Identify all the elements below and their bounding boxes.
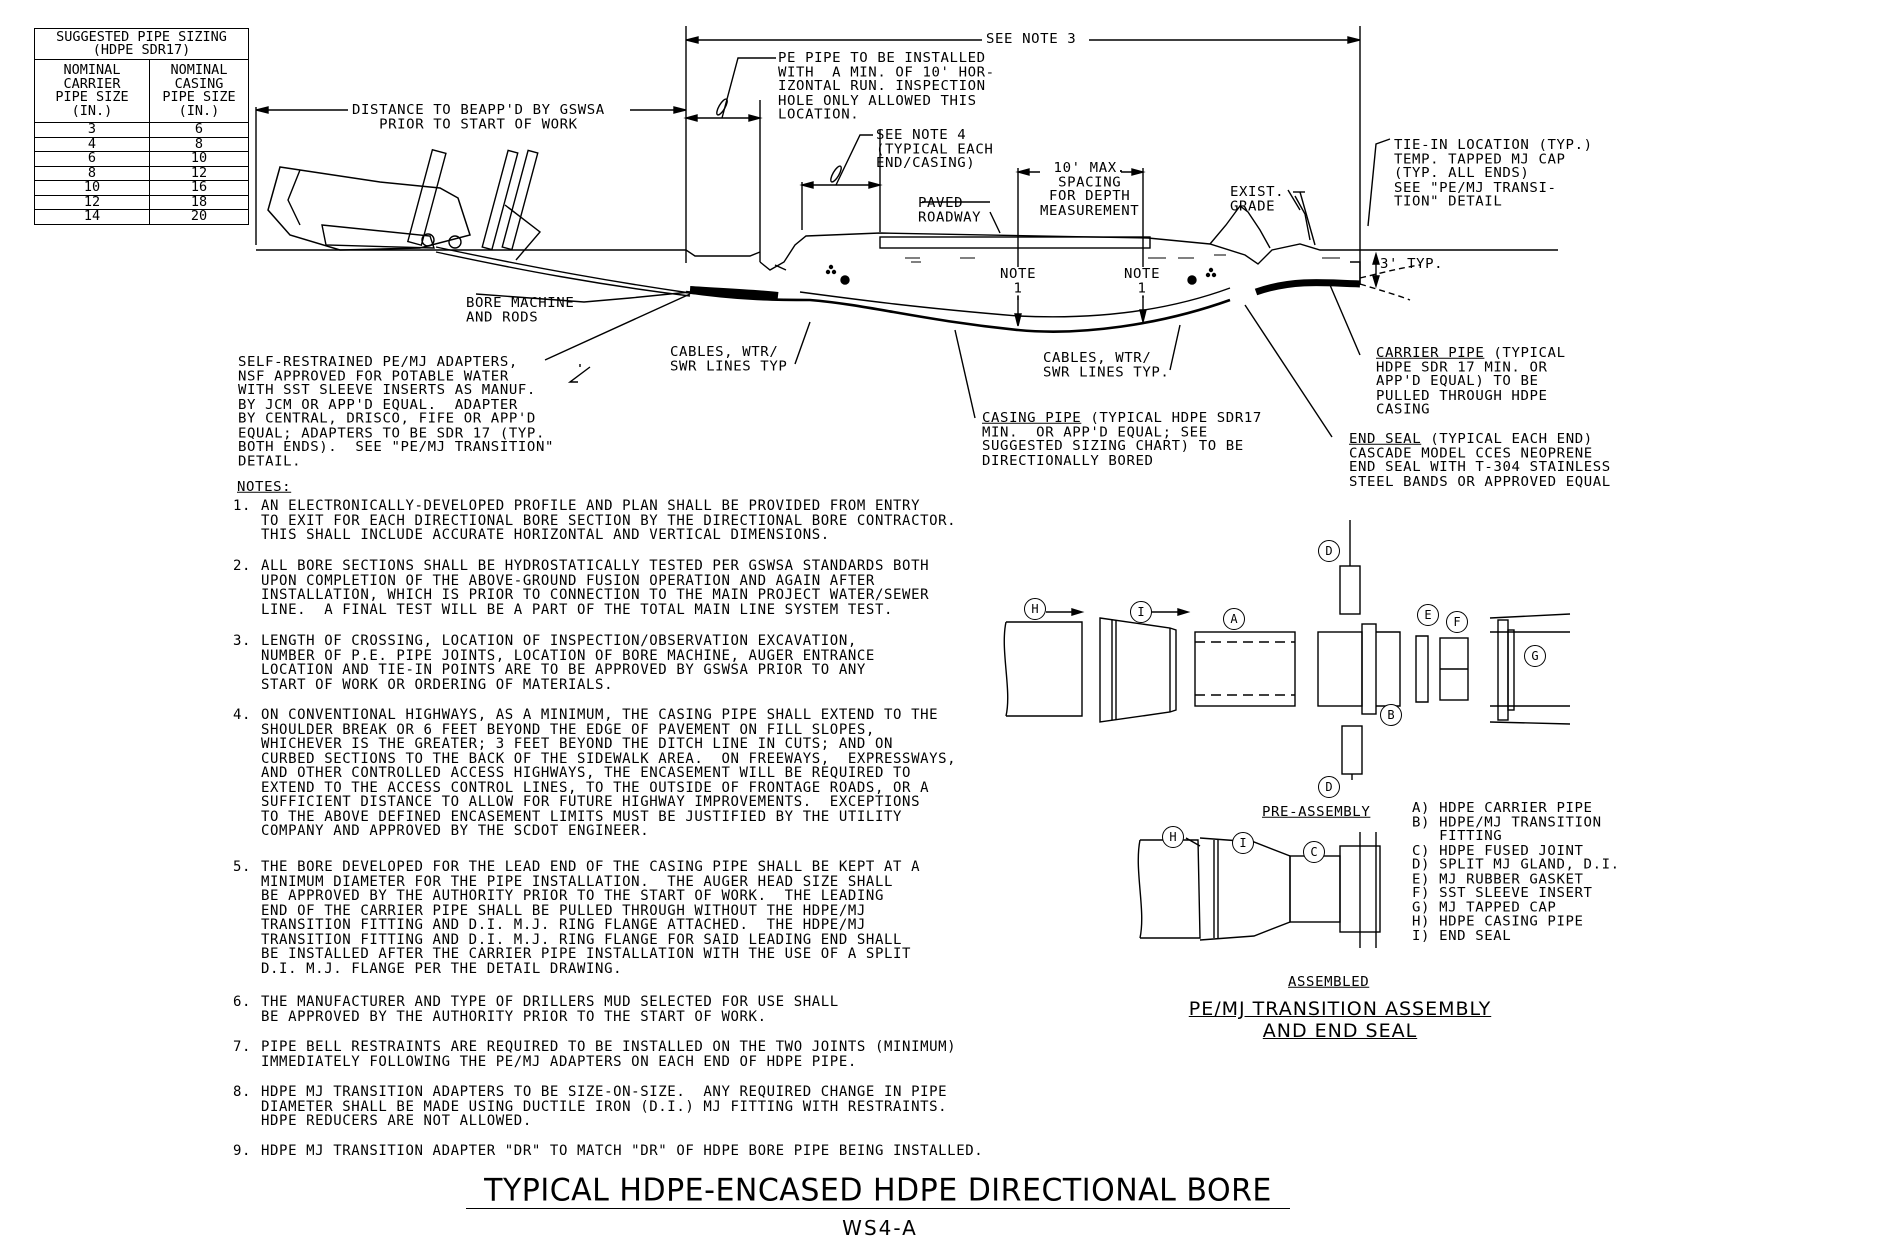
end-seal-text: (TYPICAL EACH END) CASCADE MODEL CCES NE…: [1349, 431, 1611, 490]
note-number: 7.: [233, 1039, 252, 1055]
callout-h-assembled: H: [1162, 826, 1184, 848]
note-text: AN ELECTRONICALLY-DEVELOPED PROFILE AND …: [261, 498, 957, 543]
pre-assembly-label: PRE-ASSEMBLY: [1262, 804, 1371, 820]
note-number: 8.: [233, 1084, 252, 1100]
carrier-size-cell: 8: [34, 165, 150, 181]
note-item: 9. HDPE MJ TRANSITION ADAPTER "DR" TO MAT…: [233, 1144, 983, 1159]
callout-i: I: [1130, 601, 1152, 623]
title-underline: [466, 1208, 1290, 1209]
end-seal-label: END SEAL (TYPICAL EACH END) CASCADE MODE…: [1349, 432, 1611, 489]
cables-left-label: CABLES, WTR/ SWR LINES TYP: [670, 344, 788, 374]
carrier-size-cell: 12: [34, 194, 150, 210]
note-number: 1.: [233, 498, 252, 514]
drawing-title: TYPICAL HDPE-ENCASED HDPE DIRECTIONAL BO…: [484, 1172, 1272, 1209]
assembly-title-line2: AND END SEAL: [1262, 1020, 1418, 1042]
casing-size-cell: 6: [149, 122, 249, 138]
assembly-title: PE/MJ TRANSITION ASSEMBLY AND END SEAL: [1160, 998, 1520, 1042]
note-item: 7. PIPE BELL RESTRAINTS ARE REQUIRED TO B…: [233, 1040, 956, 1069]
callout-d-top: D: [1318, 540, 1340, 562]
note-number: 4.: [233, 707, 252, 723]
note-text: HDPE MJ TRANSITION ADAPTERS TO BE SIZE-O…: [261, 1084, 948, 1129]
assembled-label: ASSEMBLED: [1288, 974, 1370, 990]
assembly-title-line1: PE/MJ TRANSITION ASSEMBLY: [1188, 998, 1492, 1020]
three-ft-label: 3' TYP.: [1380, 256, 1444, 272]
cables-right-label: CABLES, WTR/ SWR LINES TYP.: [1043, 350, 1170, 380]
carrier-size-header: NOMINAL CARRIER PIPE SIZE (IN.): [34, 59, 150, 123]
paved-roadway-label: PAVED ROADWAY: [918, 195, 982, 225]
distance-label: DISTANCE TO BEAPP'D BY GSWSA PRIOR TO ST…: [352, 102, 605, 132]
bore-machine-label: BORE MACHINE AND RODS: [466, 295, 575, 325]
adapters-label: SELF-RESTRAINED PE/MJ ADAPTERS, NSF APPR…: [238, 354, 555, 470]
callout-a: A: [1223, 608, 1245, 630]
note-number: 2.: [233, 558, 252, 574]
pe-pipe-label: PE PIPE TO BE INSTALLED WITH A MIN. OF 1…: [778, 50, 995, 123]
casing-size-cell: 20: [149, 209, 249, 225]
casing-pipe-text: (TYPICAL HDPE SDR17 MIN. OR APP'D EQUAL;…: [982, 410, 1262, 469]
casing-pipe-label: CASING PIPE (TYPICAL HDPE SDR17 MIN. OR …: [982, 411, 1262, 468]
note-text: ALL BORE SECTIONS SHALL BE HYDROSTATICAL…: [261, 558, 930, 618]
note-item: 5. THE BORE DEVELOPED FOR THE LEAD END OF…: [233, 860, 920, 976]
note-item: 3. LENGTH OF CROSSING, LOCATION OF INSPEC…: [233, 634, 875, 692]
depth-spacing-label: 10' MAX. SPACING FOR DEPTH MEASUREMENT: [1040, 160, 1140, 219]
note-text: LENGTH OF CROSSING, LOCATION OF INSPECTI…: [261, 633, 875, 693]
casing-pipe-heading: CASING PIPE: [982, 410, 1082, 426]
casing-size-cell: 10: [149, 151, 249, 167]
note-number: 5.: [233, 859, 252, 875]
callout-g: G: [1524, 645, 1546, 667]
note-1-label-left: NOTE 1: [1000, 266, 1037, 296]
carrier-size-cell: 14: [34, 209, 150, 225]
callout-h: H: [1024, 598, 1046, 620]
sheet-number: WS4-A: [842, 1216, 918, 1240]
casing-size-cell: 8: [149, 136, 249, 152]
notes-heading: NOTES:: [237, 479, 292, 495]
note-item: 2. ALL BORE SECTIONS SHALL BE HYDROSTATIC…: [233, 559, 929, 617]
carrier-pipe-label: CARRIER PIPE (TYPICAL HDPE SDR 17 MIN. O…: [1376, 346, 1566, 417]
note-number: 9.: [233, 1143, 252, 1159]
see-note-3-label: SEE NOTE 3: [986, 31, 1077, 47]
note-text: PIPE BELL RESTRAINTS ARE REQUIRED TO BE …: [261, 1039, 957, 1070]
note-number: 3.: [233, 633, 252, 649]
exist-grade-label: EXIST. GRADE: [1230, 184, 1285, 214]
callout-c: C: [1303, 841, 1325, 863]
callout-b: B: [1380, 704, 1402, 726]
pipe-sizing-table: SUGGESTED PIPE SIZING (HDPE SDR17) NOMIN…: [34, 28, 249, 225]
note-number: 6.: [233, 994, 252, 1010]
casing-size-cell: 16: [149, 180, 249, 196]
note-item: 1. AN ELECTRONICALLY-DEVELOPED PROFILE AN…: [233, 499, 956, 543]
callout-f: F: [1446, 611, 1468, 633]
carrier-pipe-text: (TYPICAL HDPE SDR 17 MIN. OR APP'D EQUAL…: [1376, 345, 1566, 418]
callout-i-assembled: I: [1232, 832, 1254, 854]
tie-in-label: TIE-IN LOCATION (TYP.) TEMP. TAPPED MJ C…: [1394, 137, 1593, 210]
assembly-legend: A) HDPE CARRIER PIPE B) HDPE/MJ TRANSITI…: [1412, 800, 1620, 944]
note-item: 8. HDPE MJ TRANSITION ADAPTERS TO BE SIZE…: [233, 1085, 947, 1129]
note-item: 6. THE MANUFACTURER AND TYPE OF DRILLERS …: [233, 995, 839, 1024]
casing-size-header: NOMINAL CASING PIPE SIZE (IN.): [149, 59, 249, 123]
table-title: SUGGESTED PIPE SIZING (HDPE SDR17): [34, 28, 249, 60]
casing-size-cell: 18: [149, 194, 249, 210]
note-1-label-right: NOTE 1: [1124, 266, 1161, 296]
note-text: THE BORE DEVELOPED FOR THE LEAD END OF T…: [261, 859, 921, 977]
note-text: HDPE MJ TRANSITION ADAPTER "DR" TO MATCH…: [261, 1143, 984, 1159]
callout-d-bottom: D: [1318, 776, 1340, 798]
callout-e: E: [1417, 604, 1439, 626]
note-text: ON CONVENTIONAL HIGHWAYS, AS A MINIMUM, …: [261, 707, 957, 839]
casing-size-cell: 12: [149, 165, 249, 181]
carrier-pipe-heading: CARRIER PIPE: [1376, 345, 1485, 361]
carrier-size-cell: 6: [34, 151, 150, 167]
end-seal-heading: END SEAL: [1349, 431, 1422, 447]
see-note-4-label: SEE NOTE 4 (TYPICAL EACH END/CASING): [876, 127, 994, 172]
note-item: 4. ON CONVENTIONAL HIGHWAYS, AS A MINIMUM…: [233, 708, 956, 839]
note-text: THE MANUFACTURER AND TYPE OF DRILLERS MU…: [261, 994, 839, 1025]
